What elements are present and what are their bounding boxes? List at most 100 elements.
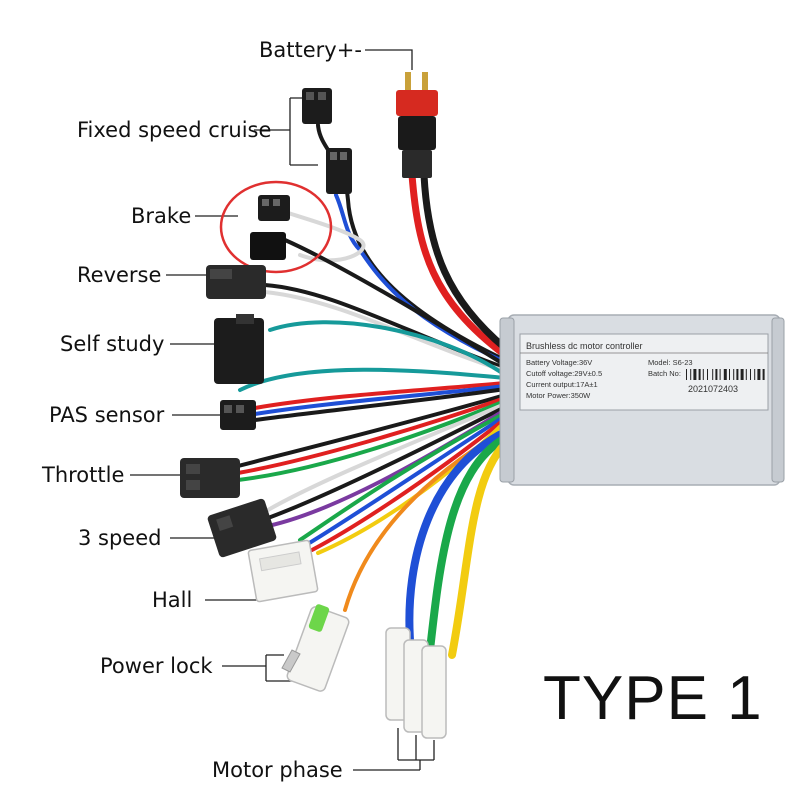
motor-phase-plug-3 bbox=[421, 645, 447, 739]
throttle-wire-green bbox=[236, 399, 507, 482]
throttle-connector-slot-2 bbox=[186, 480, 200, 490]
barcode-bar bbox=[715, 369, 718, 380]
barcode-bar bbox=[733, 369, 735, 380]
barcode-bar bbox=[745, 369, 747, 380]
barcode-bar bbox=[750, 369, 751, 380]
hall-wire-green bbox=[298, 411, 507, 542]
cruise-pin-1 bbox=[306, 92, 314, 100]
brake-pin-2 bbox=[273, 199, 280, 206]
brake-highlight-circle bbox=[219, 180, 333, 274]
battery-plug-red bbox=[396, 90, 438, 116]
battery-black-wire bbox=[420, 171, 509, 352]
motor-phase-yellow bbox=[448, 440, 509, 659]
controller-motor-power: Motor Power:350W bbox=[526, 391, 591, 400]
label-brake: Brake bbox=[131, 204, 192, 228]
reverse-wire-white bbox=[263, 290, 507, 373]
wire-bundle bbox=[236, 123, 509, 659]
power-lock-pin bbox=[281, 649, 301, 673]
pas-connector-body bbox=[220, 400, 256, 430]
pas-wire-black bbox=[253, 387, 507, 422]
label-motor-phase: Motor phase bbox=[212, 758, 343, 782]
brake-connector-bottom bbox=[250, 232, 286, 260]
pas-pin-2 bbox=[236, 405, 244, 413]
power-lock-connector bbox=[281, 604, 350, 692]
leader-power-lock bbox=[222, 654, 298, 682]
hall-wire-red bbox=[310, 417, 507, 552]
barcode-bar bbox=[712, 369, 714, 380]
reverse-connector-latch bbox=[210, 269, 232, 279]
brake-pin-1 bbox=[262, 199, 269, 206]
label-pas-sensor: PAS sensor bbox=[49, 403, 165, 427]
hall-connector-window bbox=[258, 551, 302, 572]
self-study-wire-teal bbox=[268, 320, 507, 377]
cruise-connectors bbox=[302, 88, 352, 194]
power-lock-green-sleeve bbox=[308, 604, 330, 632]
three-speed-connector-slot bbox=[216, 515, 234, 531]
controller-model: Model: S6-23 bbox=[648, 358, 693, 367]
barcode bbox=[686, 369, 765, 380]
throttle-wire-black bbox=[236, 393, 507, 468]
speed-wire-black bbox=[266, 405, 507, 520]
three-speed-connector bbox=[207, 498, 277, 558]
throttle-connector bbox=[180, 458, 240, 498]
battery-pin-left bbox=[405, 72, 411, 94]
self-study-connector-body bbox=[214, 318, 264, 384]
barcode-bar bbox=[690, 369, 692, 380]
motor-phase-blue bbox=[405, 428, 509, 644]
barcode-bar bbox=[686, 369, 687, 380]
label-hall: Hall bbox=[152, 588, 193, 612]
leader-lines bbox=[130, 49, 435, 771]
controller-batch-number: 2021072403 bbox=[688, 384, 738, 394]
cruise-pin-2 bbox=[318, 92, 326, 100]
barcode-bar bbox=[723, 369, 727, 380]
cruise-wire-blue bbox=[334, 193, 507, 364]
three-speed-connector-body bbox=[207, 498, 277, 558]
barcode-bar bbox=[707, 369, 708, 380]
cruise-connector-bottom bbox=[326, 148, 352, 194]
battery-connector bbox=[396, 72, 438, 178]
controller-battery-voltage: Battery Voltage:36V bbox=[526, 358, 592, 367]
controller-current-output: Current output:17A±1 bbox=[526, 380, 598, 389]
motor-phase-connectors bbox=[385, 627, 447, 739]
self-study-connector bbox=[214, 314, 264, 384]
barcode-bar bbox=[740, 369, 744, 380]
pas-wire-red bbox=[253, 381, 507, 410]
hall-connector-body bbox=[247, 539, 319, 603]
cruise-pin-3 bbox=[330, 152, 337, 160]
label-3-speed: 3 speed bbox=[78, 526, 162, 550]
hall-connector bbox=[247, 539, 319, 603]
label-self-study: Self study bbox=[60, 332, 165, 356]
controller-title: Brushless dc motor controller bbox=[526, 341, 643, 351]
barcode-bar bbox=[757, 369, 761, 380]
self-study-wire-teal-2 bbox=[238, 367, 507, 392]
brake-connector-top bbox=[258, 195, 290, 221]
cruise-pin-4 bbox=[340, 152, 347, 160]
pas-wire-blue bbox=[253, 384, 507, 416]
barcode-bar bbox=[698, 369, 701, 380]
brake-wire-white bbox=[283, 210, 366, 263]
battery-plug-sleeve bbox=[402, 150, 432, 178]
leader-battery bbox=[365, 49, 413, 70]
label-fixed-speed-cruise: Fixed speed cruise bbox=[77, 118, 272, 142]
barcode-bar bbox=[702, 369, 704, 380]
speed-wire-white bbox=[266, 402, 507, 512]
reverse-connector bbox=[206, 265, 266, 299]
housing-end-cap-left bbox=[499, 317, 515, 483]
barcode-bar bbox=[729, 369, 730, 380]
throttle-wire-red bbox=[236, 396, 507, 475]
barcode-bar bbox=[719, 369, 721, 380]
brake-wire-black bbox=[283, 238, 507, 367]
battery-red-wire bbox=[408, 171, 509, 359]
controller-cutoff-voltage: Cutoff voltage:29V±0.5 bbox=[526, 369, 602, 378]
leader-cruise bbox=[254, 97, 318, 166]
barcode-bar bbox=[736, 369, 739, 380]
throttle-connector-slot bbox=[186, 464, 200, 474]
type-label: TYPE 1 bbox=[543, 664, 763, 733]
label-battery: Battery+- bbox=[259, 38, 362, 62]
battery-pin-right bbox=[422, 72, 428, 94]
pas-connector bbox=[220, 400, 256, 430]
barcode-bar bbox=[754, 369, 756, 380]
barcode-bar bbox=[693, 369, 697, 380]
label-reverse: Reverse bbox=[77, 263, 162, 287]
